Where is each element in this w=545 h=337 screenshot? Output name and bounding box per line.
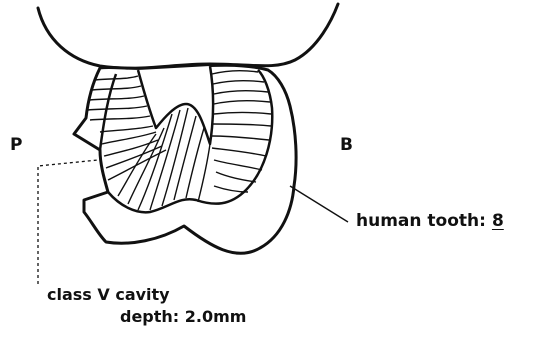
tooth-leader-line [290,186,348,222]
cavity-class-label: class V cavity [47,287,170,303]
cavity-leader-line [38,160,98,284]
cavity-depth-label: depth: 2.0mm [120,309,246,325]
tooth-number-value: 8 [492,211,504,231]
gum-line-curve [38,4,338,68]
tooth-label-text: human tooth: [356,211,486,231]
tooth-number-label: human tooth: 8 [356,213,504,230]
palatal-side-label: P [10,137,22,154]
buccal-side-label: B [340,137,353,154]
